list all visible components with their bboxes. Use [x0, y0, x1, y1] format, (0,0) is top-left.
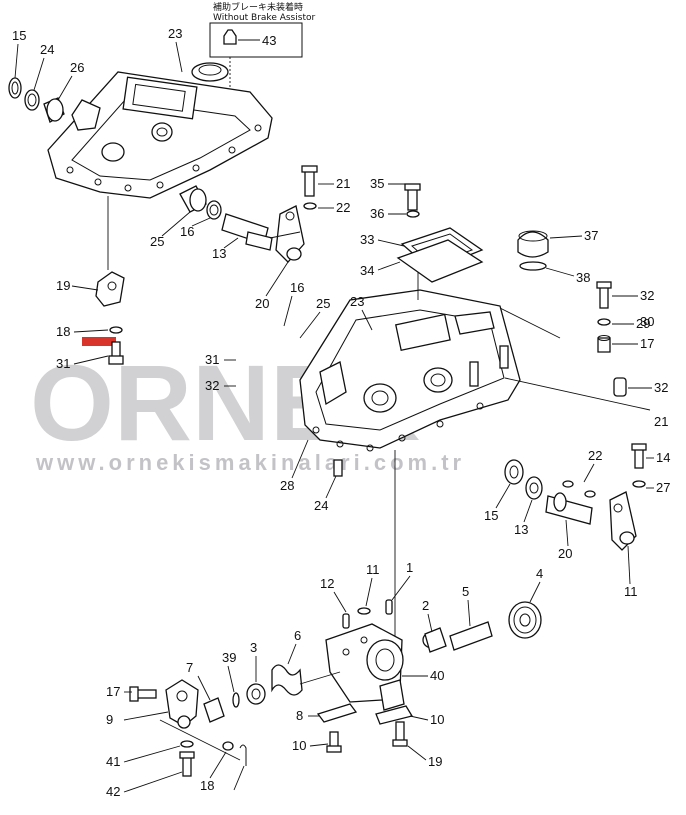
- callout-label: 15: [12, 28, 26, 43]
- callout-label: 20: [558, 546, 572, 561]
- callout-label: 13: [212, 246, 226, 261]
- seal-icon: [8, 77, 22, 99]
- callout-label: 16: [180, 224, 194, 239]
- callout-label: 24: [314, 498, 328, 513]
- callout-label: 1: [406, 560, 413, 575]
- variant-box: [209, 22, 303, 58]
- upper-shaft-assembly: [179, 165, 318, 263]
- callout-label: 37: [584, 228, 598, 243]
- callout-label: 19: [428, 754, 442, 769]
- callout-label: 23: [168, 26, 182, 41]
- callout-label: 7: [186, 660, 193, 675]
- watermark-url: www.ornekismakinalari.com.tr: [35, 450, 465, 475]
- callout-label: 21: [654, 414, 668, 429]
- callout-label: 31: [56, 356, 70, 371]
- callout-label: 36: [370, 206, 384, 221]
- callout-label: 17: [640, 336, 654, 351]
- callout-label: 25: [316, 296, 330, 311]
- bearing-icon: [24, 89, 40, 111]
- callout-label: 34: [360, 263, 374, 278]
- callout-label: 22: [588, 448, 602, 463]
- callout-label: 11: [366, 562, 380, 577]
- callout-label: 21: [336, 176, 350, 191]
- callout-label: 2: [422, 598, 429, 613]
- cover-breather-assembly: [396, 183, 549, 283]
- main-case: [299, 250, 521, 640]
- callout-label: 15: [484, 508, 498, 523]
- callout-label: 6: [294, 628, 301, 643]
- callout-label: 5: [462, 584, 469, 599]
- callout-label: 40: [430, 668, 444, 683]
- callout-label: 42: [106, 784, 120, 799]
- caption-block: 補助ブレーキ未装着時 Without Brake Assistor: [209, 1, 315, 100]
- callout-label: 31: [205, 352, 219, 367]
- callout-label: 27: [656, 480, 670, 495]
- lower-brake-assembly: [129, 599, 542, 777]
- callout-label: 33: [360, 232, 374, 247]
- callout-label: 10: [292, 738, 306, 753]
- caption-english: Without Brake Assistor: [213, 13, 315, 23]
- callout-labels: 15 24 26 23 43 21 22 35 36 33 34 37 38 2…: [12, 26, 670, 799]
- breather-plug-icon: [223, 29, 237, 45]
- callout-label: 17: [106, 684, 120, 699]
- callout-label: 13: [514, 522, 528, 537]
- callout-label: 32: [640, 288, 654, 303]
- callout-label: 30: [640, 314, 654, 329]
- callout-label: 22: [336, 200, 350, 215]
- callout-label: 28: [280, 478, 294, 493]
- callout-label: 14: [656, 450, 670, 465]
- callout-label: 9: [106, 712, 113, 727]
- callout-label: 41: [106, 754, 120, 769]
- callout-label: 32: [205, 378, 219, 393]
- callout-label: 39: [222, 650, 236, 665]
- callout-label: 19: [56, 278, 70, 293]
- right-shaft-assembly: [499, 281, 651, 551]
- callout-label: 18: [200, 778, 214, 793]
- callout-label: 10: [430, 712, 444, 727]
- upper-clevis-assembly: [95, 196, 125, 365]
- upper-cover-assembly: [8, 62, 273, 199]
- callout-label: 20: [255, 296, 269, 311]
- callout-label: 12: [320, 576, 334, 591]
- callout-label: 18: [56, 324, 70, 339]
- watermark-accent-bar: [82, 337, 116, 346]
- callout-label: 4: [536, 566, 543, 581]
- callout-label: 26: [70, 60, 84, 75]
- callout-label: 38: [576, 270, 590, 285]
- callout-label: 24: [40, 42, 54, 57]
- callout-label: 3: [250, 640, 257, 655]
- callout-label: 35: [370, 176, 384, 191]
- callout-label: 16: [290, 280, 304, 295]
- callout-label: 25: [150, 234, 164, 249]
- callout-label: 8: [296, 708, 303, 723]
- caption-japanese: 補助ブレーキ未装着時: [213, 1, 303, 13]
- callout-label: 23: [350, 294, 364, 309]
- callout-label: 43: [262, 33, 276, 48]
- callout-label: 11: [624, 584, 638, 599]
- callout-label: 32: [654, 380, 668, 395]
- callout-label: 29: [636, 316, 650, 331]
